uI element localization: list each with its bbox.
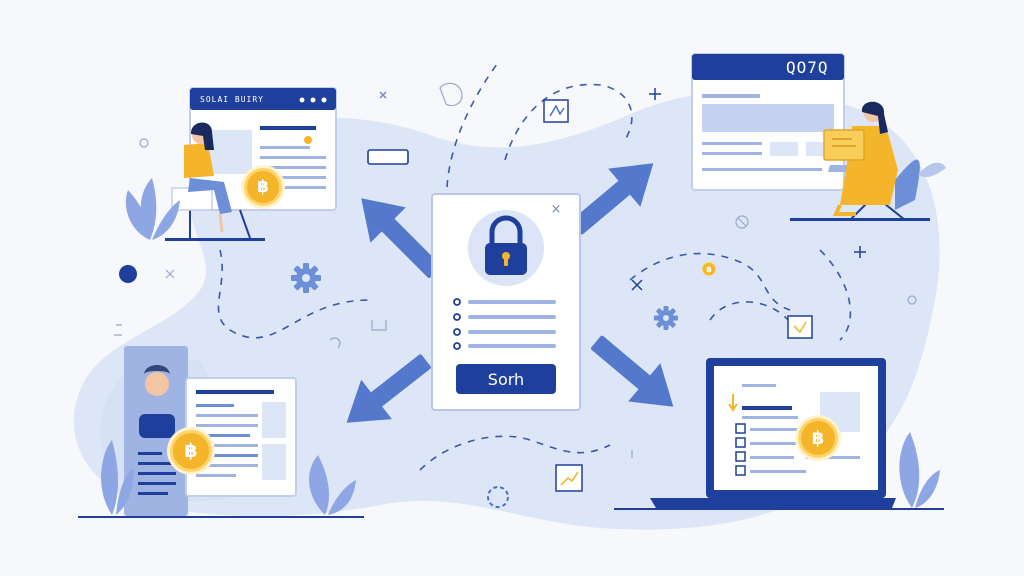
login-button[interactable]: Sorh [456, 364, 556, 394]
padlock-icon [485, 215, 527, 275]
dashed-circle-icon [487, 486, 509, 508]
login-card [431, 193, 581, 411]
faint-glyphs [114, 82, 917, 458]
close-icon[interactable]: × [550, 202, 562, 217]
ground-line-right [614, 508, 944, 510]
note-icon [787, 315, 813, 339]
arrow-lower-right [591, 335, 674, 407]
arrow-upper-right [571, 163, 654, 235]
coin-icon-bottom-left: ฿ [170, 430, 212, 472]
top-right-window-title: QO7Q [786, 58, 829, 77]
coin-icon-top-left: ฿ [244, 168, 282, 206]
person-top-left [165, 122, 265, 241]
bottom-left-window [185, 377, 297, 497]
arrow-upper-left [361, 198, 442, 279]
top-left-window [189, 87, 337, 211]
arrows [346, 163, 674, 423]
form-field-rows [453, 298, 556, 350]
leaf-plant-icon-top-right [918, 162, 946, 178]
arrow-lower-left [346, 354, 431, 423]
leaf-plant-icon-bottom-right [899, 432, 940, 508]
top-right-window [691, 53, 845, 191]
top-left-window-title: SOLAI BUIRY [200, 95, 264, 104]
ground-line-left [78, 516, 364, 518]
gear-icon-left [291, 263, 321, 293]
coin-icon-small: ฿ [702, 262, 716, 276]
sparkle-icons [379, 88, 866, 291]
bottom-right-laptop [650, 358, 896, 508]
person-top-right [790, 101, 930, 221]
checkbox-list [735, 423, 746, 476]
dot-icon [119, 265, 137, 283]
bottom-left-profile-panel [124, 346, 188, 516]
small-input-box [367, 149, 409, 165]
avatar-icon [145, 372, 169, 396]
image-icon [543, 99, 569, 123]
chart-icon [555, 464, 583, 492]
leaf-plant-icon-top-left [125, 178, 180, 240]
leaf-plant-icon-bottom-left [101, 440, 356, 515]
gear-icon-right [654, 306, 678, 330]
coin-icon-bottom-right: ฿ [798, 418, 838, 458]
